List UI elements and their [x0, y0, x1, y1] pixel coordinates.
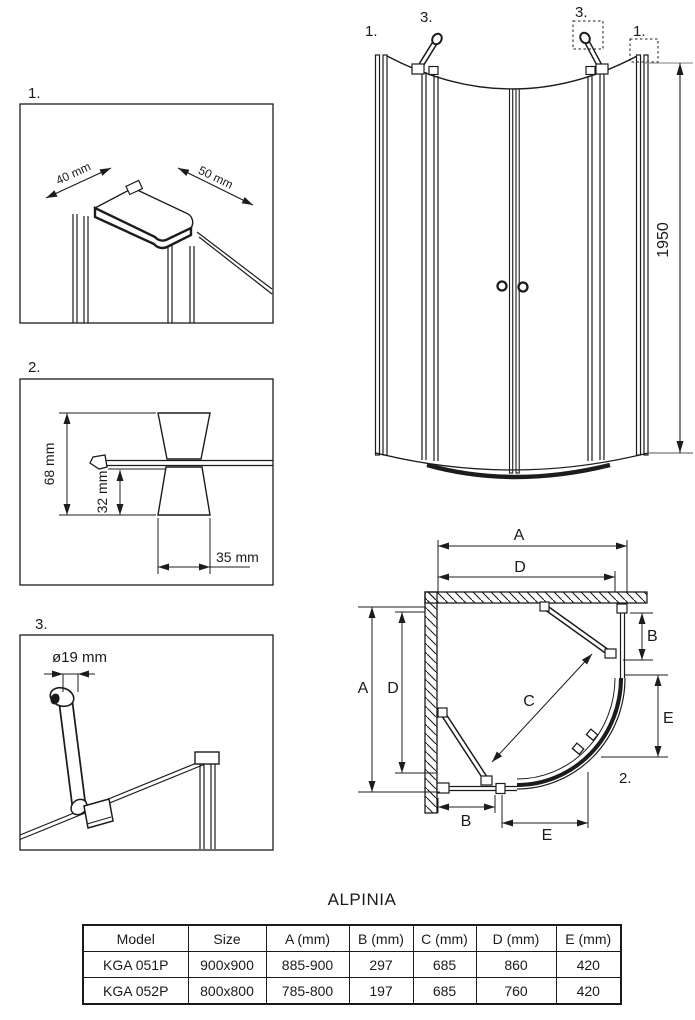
front-callout-box-wall	[629, 38, 659, 63]
detail-2-frame	[19, 378, 274, 586]
front-elevation: 1950 1. 3. 3. 1.	[365, 4, 693, 480]
front-arm-brackets	[411, 63, 609, 76]
plan-door-arc-glass	[516, 677, 623, 787]
detail-3-dim-19: ø19 mm	[52, 649, 107, 666]
detail-3-clamp-edge	[86, 816, 112, 825]
plan-wall-top	[424, 591, 648, 604]
plan-door-arc-inner	[516, 677, 616, 780]
product-title: ALPINIA	[327, 890, 397, 909]
detail-3-frame	[19, 634, 274, 851]
cell-e: 420	[555, 951, 622, 978]
detail-1-drawing: 1. 40 mm 50 mm	[19, 85, 274, 324]
front-callout-left-wall: 1.	[365, 23, 378, 40]
detail-1-tab	[125, 179, 144, 196]
detail-1-frame	[19, 103, 274, 324]
plan-dim-c: C	[523, 693, 535, 710]
cell-e: 420	[555, 977, 622, 1005]
detail-1-dim-50: 50 mm	[196, 163, 235, 192]
detail-3-joint	[70, 798, 88, 816]
plan-profiles	[436, 603, 628, 795]
plan-dim-e-bottom: E	[542, 827, 553, 844]
detail-2-dim-lines	[59, 412, 250, 574]
detail-2-drawing: 2. 68 mm 32 mm 35 mm	[19, 359, 274, 586]
cell-c: 685	[412, 951, 477, 978]
detail-3-drawing: 3. ø19 mm	[19, 616, 274, 851]
cell-model: KGA 052P	[82, 977, 189, 1005]
front-panel-edges	[421, 71, 605, 461]
detail-2-arrowheads	[63, 413, 210, 571]
detail-3-callout: 3.	[35, 616, 48, 633]
detail-1-callout: 1.	[28, 85, 41, 102]
plan-dim-a-top: A	[514, 527, 525, 544]
col-size: Size	[187, 924, 267, 952]
col-b: B (mm)	[348, 924, 414, 952]
front-callout-right-wall: 1.	[633, 23, 646, 40]
table-row: KGA 051P 900x900 885-900 297 685 860 420	[82, 951, 622, 978]
front-handle-left	[496, 280, 508, 292]
plan-view: A D A D B E C B E 2.	[358, 527, 674, 844]
detail-2-seal-bottom	[157, 466, 211, 516]
plan-handle-tab-1	[571, 742, 585, 756]
detail-2-dim-32: 32 mm	[94, 471, 110, 514]
detail-2-glass	[96, 459, 273, 467]
cell-size: 900x900	[187, 951, 267, 978]
cell-model: KGA 051P	[82, 951, 189, 978]
plan-arrowheads	[368, 542, 662, 827]
front-handle-right	[517, 281, 529, 293]
detail-1-arrowheads	[46, 168, 253, 205]
plan-dim-b-right: B	[647, 628, 658, 645]
plan-arm-top	[539, 601, 617, 659]
col-model: Model	[82, 924, 189, 952]
detail-3-profile-cap	[194, 751, 220, 765]
cell-c: 685	[412, 977, 477, 1005]
front-height-dim-label: 1950	[655, 222, 672, 258]
front-callout-left-arm: 3.	[420, 9, 433, 26]
col-e: E (mm)	[555, 924, 622, 952]
detail-3-arm-body	[60, 698, 85, 812]
detail-3-glass	[19, 759, 205, 841]
plan-dim-lines	[358, 540, 668, 828]
detail-2-glass-cap	[89, 454, 108, 470]
plan-handle-tab-2	[585, 728, 599, 742]
front-door-edges	[508, 88, 520, 474]
plan-dim-d-top: D	[514, 559, 526, 576]
table-row: KGA 052P 800x800 785-800 197 685 760 420	[82, 977, 622, 1005]
spec-table: Model Size A (mm) B (mm) C (mm) D (mm) E…	[82, 924, 622, 1005]
plan-arm-bottom	[437, 707, 493, 786]
col-c: C (mm)	[412, 924, 477, 952]
col-d: D (mm)	[475, 924, 557, 952]
front-glass-bottom	[426, 462, 611, 480]
plan-dim-e-right: E	[663, 710, 674, 727]
table-header-row: Model Size A (mm) B (mm) C (mm) D (mm) E…	[82, 924, 622, 952]
front-callout-right-arm: 3.	[575, 4, 588, 21]
cell-d: 860	[475, 951, 557, 978]
detail-3-profile	[199, 764, 216, 849]
front-dim-arrowheads	[676, 63, 684, 453]
plan-dim-b-bottom: B	[461, 813, 472, 830]
col-a: A (mm)	[265, 924, 350, 952]
cell-a: 785-800	[265, 977, 350, 1005]
plan-wall-left	[424, 591, 438, 814]
detail-3-clamp	[83, 798, 114, 829]
cell-d: 760	[475, 977, 557, 1005]
plan-dim-a-left: A	[358, 680, 369, 697]
detail-1-dim-40: 40 mm	[54, 159, 93, 187]
front-callout-box-arm	[572, 20, 604, 50]
front-tray-edge	[375, 452, 649, 471]
detail-1-plate-edge	[93, 206, 193, 250]
detail-2-callout: 2.	[28, 359, 41, 376]
cell-a: 885-900	[265, 951, 350, 978]
cell-b: 297	[348, 951, 414, 978]
plan-door-arc-outer	[516, 677, 626, 790]
detail-3-knob-socket	[50, 693, 60, 705]
cell-size: 800x800	[187, 977, 267, 1005]
plan-callout-seal: 2.	[619, 770, 632, 787]
cell-b: 197	[348, 977, 414, 1005]
detail-2-seal-top	[157, 412, 211, 460]
detail-3-arrowheads	[52, 670, 89, 678]
plan-dim-d-left: D	[387, 680, 399, 697]
detail-2-dim-68: 68 mm	[41, 443, 57, 486]
detail-2-dim-35: 35 mm	[216, 549, 259, 565]
